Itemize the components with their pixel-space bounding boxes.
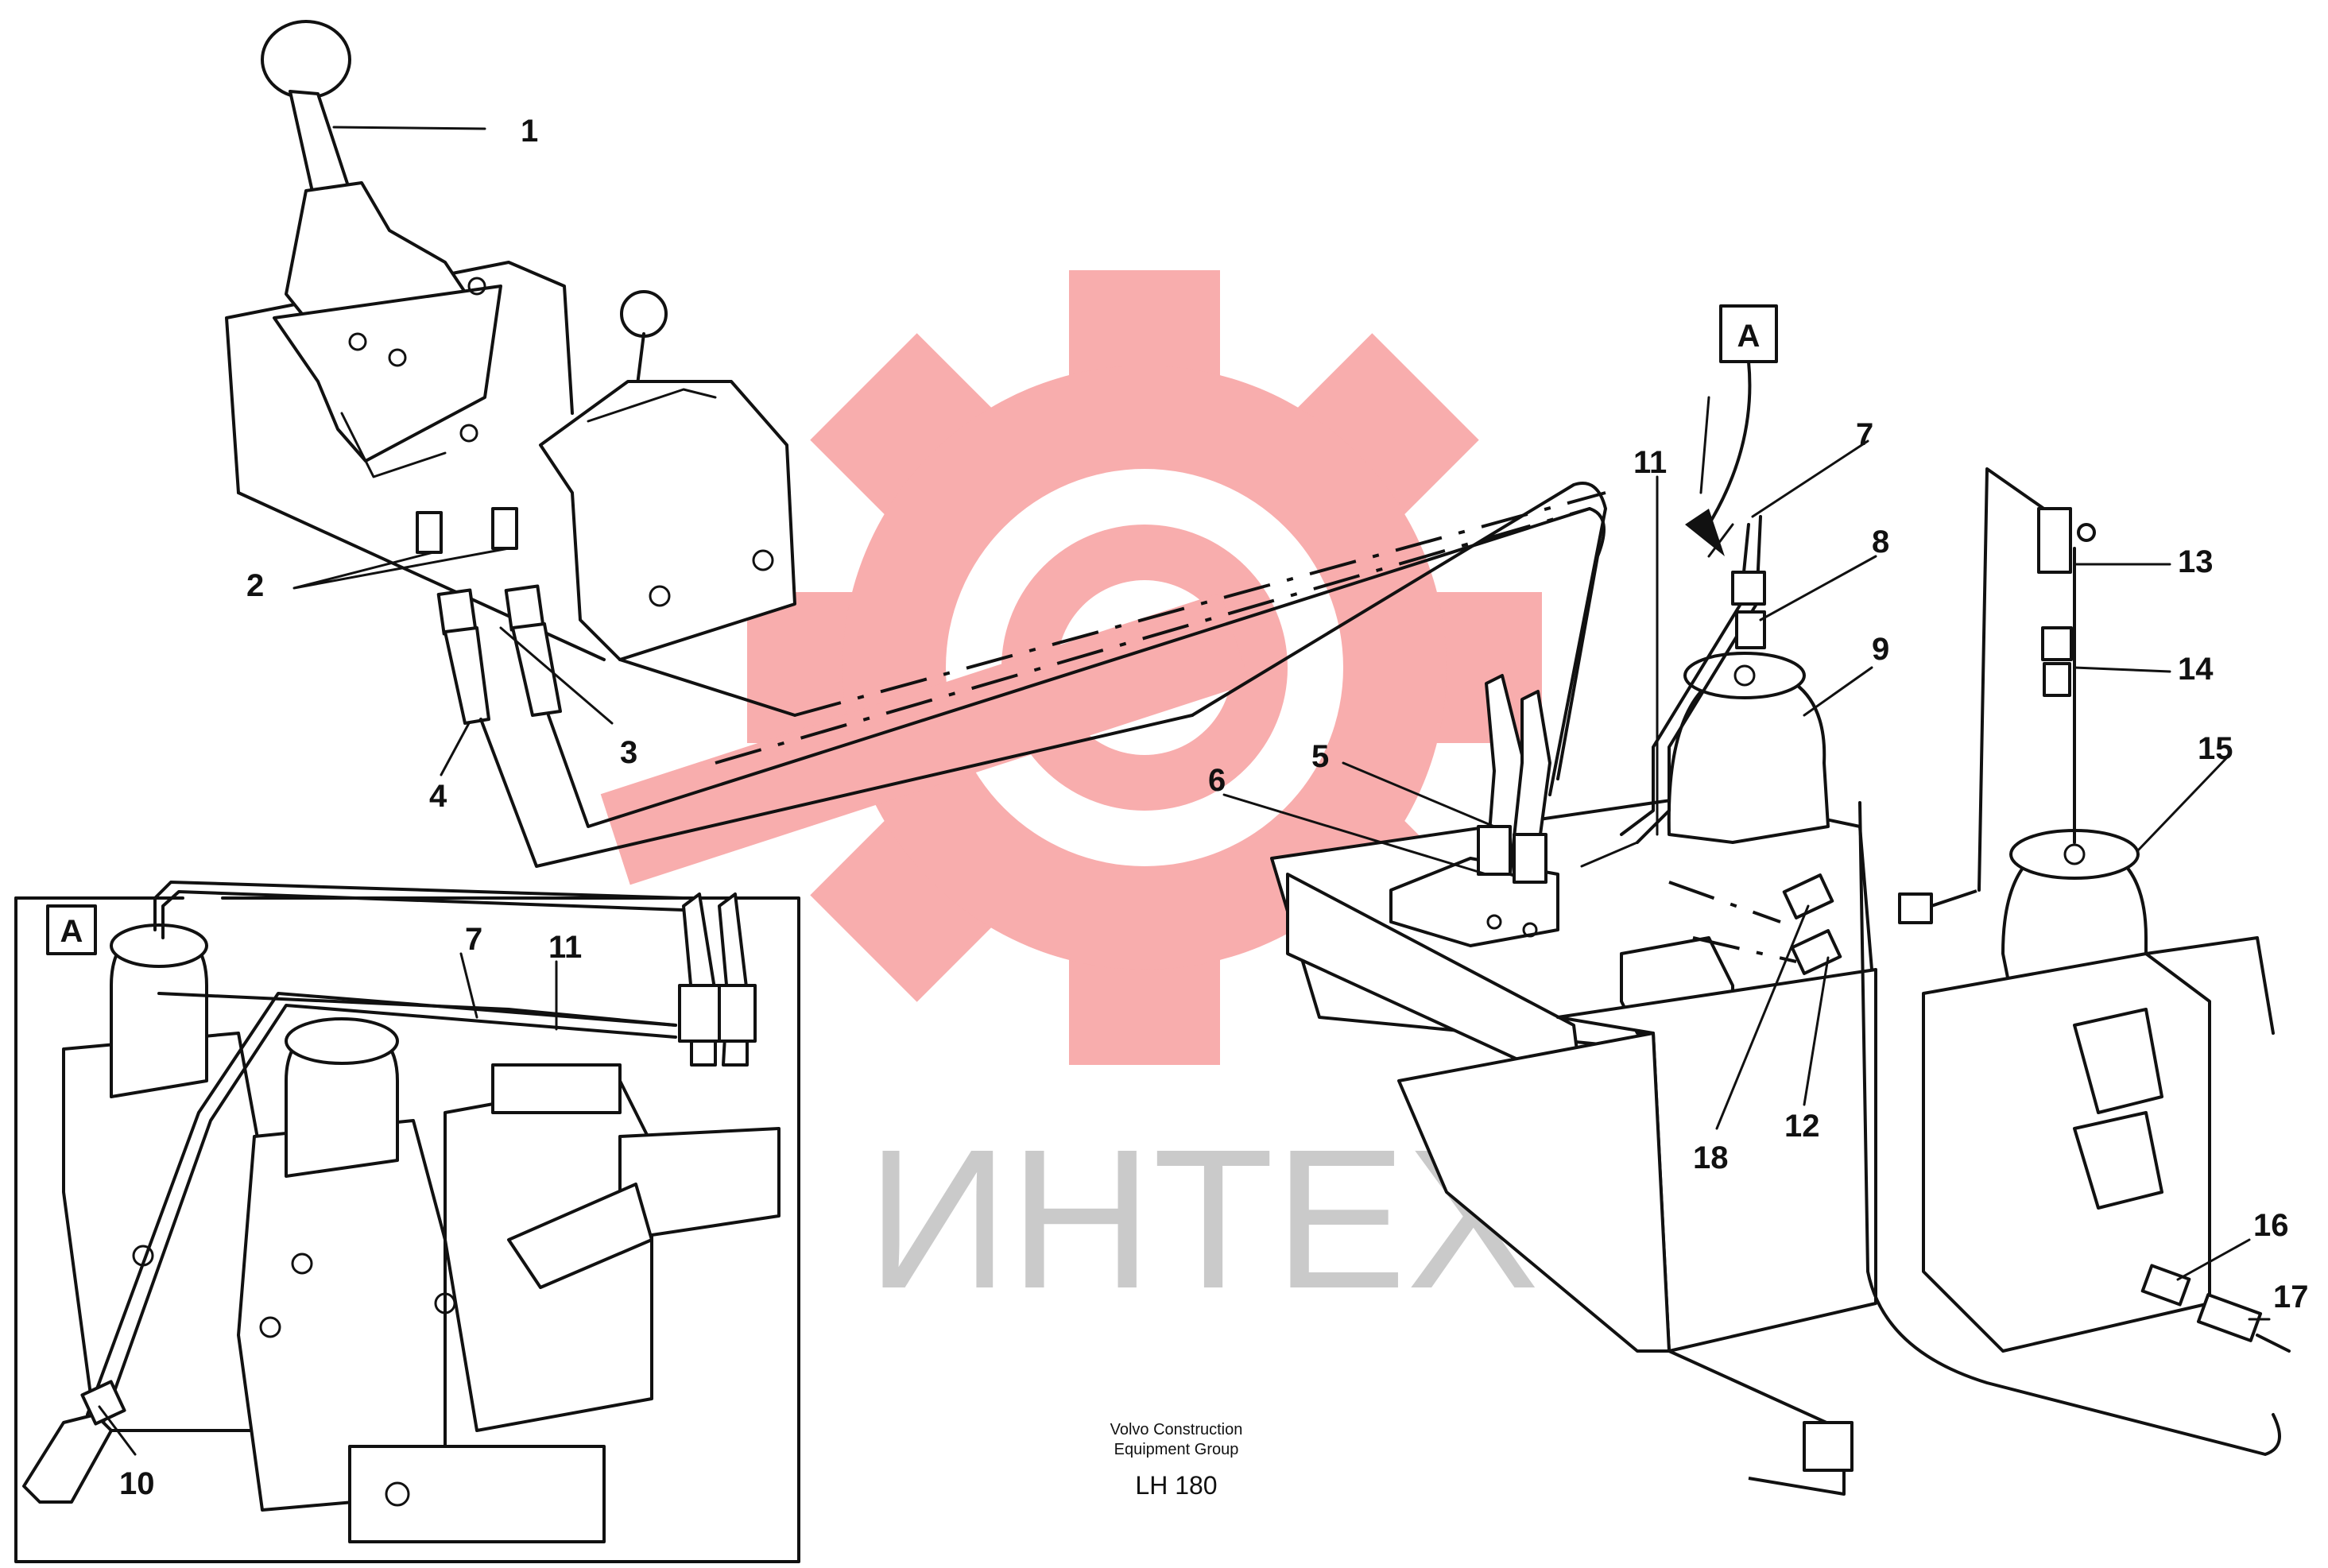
callout-16: 16	[2253, 1208, 2289, 1243]
callout-18: 18	[1693, 1140, 1729, 1175]
callout-11: 11	[1633, 445, 1667, 480]
control-valve-block	[1270, 467, 2281, 1496]
pilot-joystick-control	[225, 20, 1591, 868]
callout-5: 5	[1311, 739, 1329, 774]
callout-2: 2	[246, 568, 264, 603]
pilot-lines	[715, 482, 1607, 796]
inset-callout-10: 10	[119, 1466, 155, 1501]
inset-marker-label: A	[60, 914, 83, 949]
callout-13: 13	[2178, 544, 2214, 579]
inset-callout-11: 11	[548, 930, 582, 965]
leader-lines	[98, 126, 2271, 1456]
callout-labels: 1 2 3 4 5 6 7 8 9 11 12 13 14 15 16 17 1…	[60, 114, 2309, 1501]
inset-callout-7: 7	[465, 922, 482, 957]
view-marker-label: A	[1737, 319, 1761, 354]
view-marker-a: A	[1685, 304, 1778, 556]
inset-marker-box	[46, 904, 97, 955]
callout-12: 12	[1784, 1109, 1820, 1144]
watermark-gear-logo	[600, 270, 1542, 1065]
callout-1: 1	[521, 114, 538, 149]
callout-7: 7	[1856, 417, 1873, 452]
callout-15: 15	[2198, 731, 2233, 766]
caption-line-2: Equipment Group	[1114, 1441, 1239, 1458]
callout-6: 6	[1208, 763, 1226, 798]
inset-detail-a	[14, 881, 800, 1563]
callout-4: 4	[429, 779, 447, 814]
callout-17: 17	[2273, 1280, 2309, 1314]
callout-9: 9	[1872, 632, 1889, 667]
caption-line-1: Volvo Construction	[1110, 1421, 1243, 1438]
callout-14: 14	[2178, 652, 2214, 687]
callout-3: 3	[620, 735, 637, 770]
callout-8: 8	[1872, 525, 1889, 559]
second-valve-section	[1922, 507, 2291, 1353]
caption: Volvo Construction Equipment Group LH 18…	[1110, 1421, 1243, 1500]
caption-model: LH 180	[1135, 1471, 1217, 1500]
